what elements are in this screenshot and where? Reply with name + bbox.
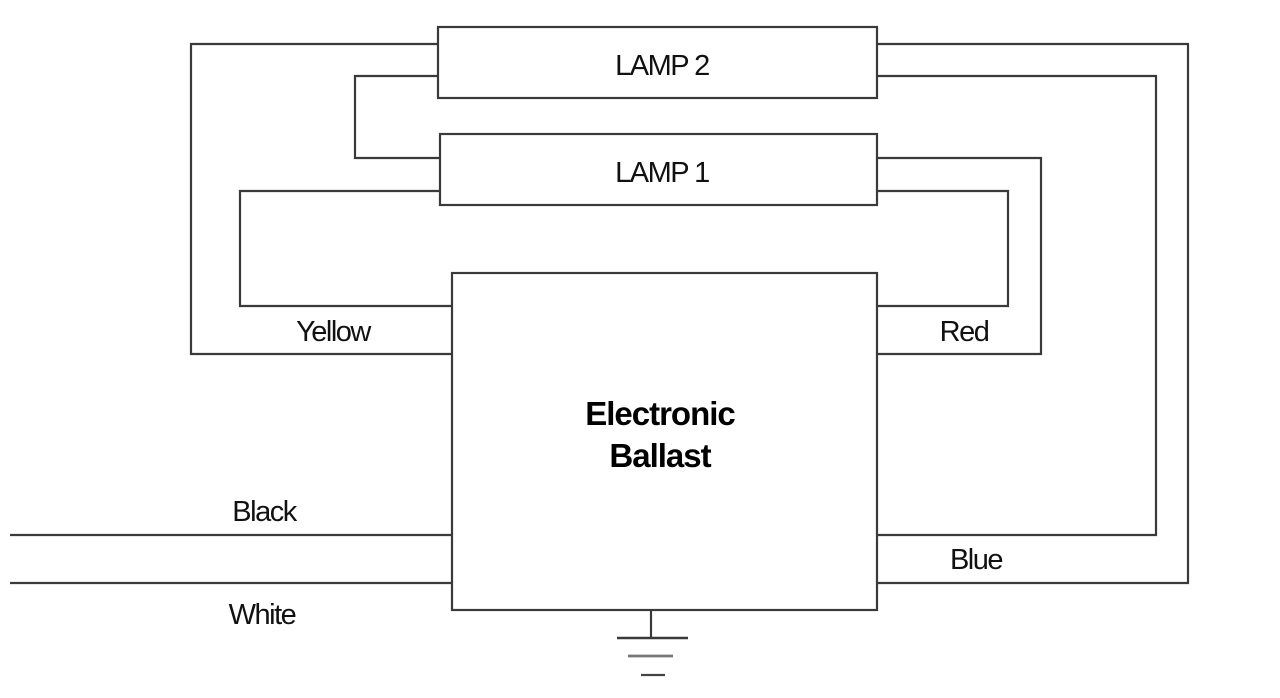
wire-yellow-lamp2 <box>189 42 452 356</box>
wire-lamp2-lamp1-jumper <box>353 74 440 160</box>
wire-red-lamp1-upper <box>877 156 1043 356</box>
wire-label-black: Black <box>232 496 297 528</box>
wire-blue-lamp2-lower <box>877 74 1158 537</box>
wire-label-red: Red <box>940 316 989 348</box>
ballast-label-line2: Ballast <box>609 437 711 474</box>
wire-red-lamp1-lower <box>877 189 1010 308</box>
wire-yellow-lamp1 <box>238 189 452 308</box>
lamp-1 <box>438 132 879 207</box>
wire-blue-lamp2-upper <box>877 42 1190 585</box>
wire-label-white: White <box>229 599 296 631</box>
wire-label-yellow: Yellow <box>296 316 372 348</box>
wire-label-blue: Blue <box>950 544 1002 576</box>
ballast-label-line1: Electronic <box>585 395 735 432</box>
lamp-1-label: LAMP 1 <box>615 157 709 189</box>
electronic-ballast <box>450 271 879 612</box>
lamp-2-label: LAMP 2 <box>615 50 709 82</box>
ground-icon <box>617 611 688 677</box>
lamp-2 <box>436 25 879 100</box>
